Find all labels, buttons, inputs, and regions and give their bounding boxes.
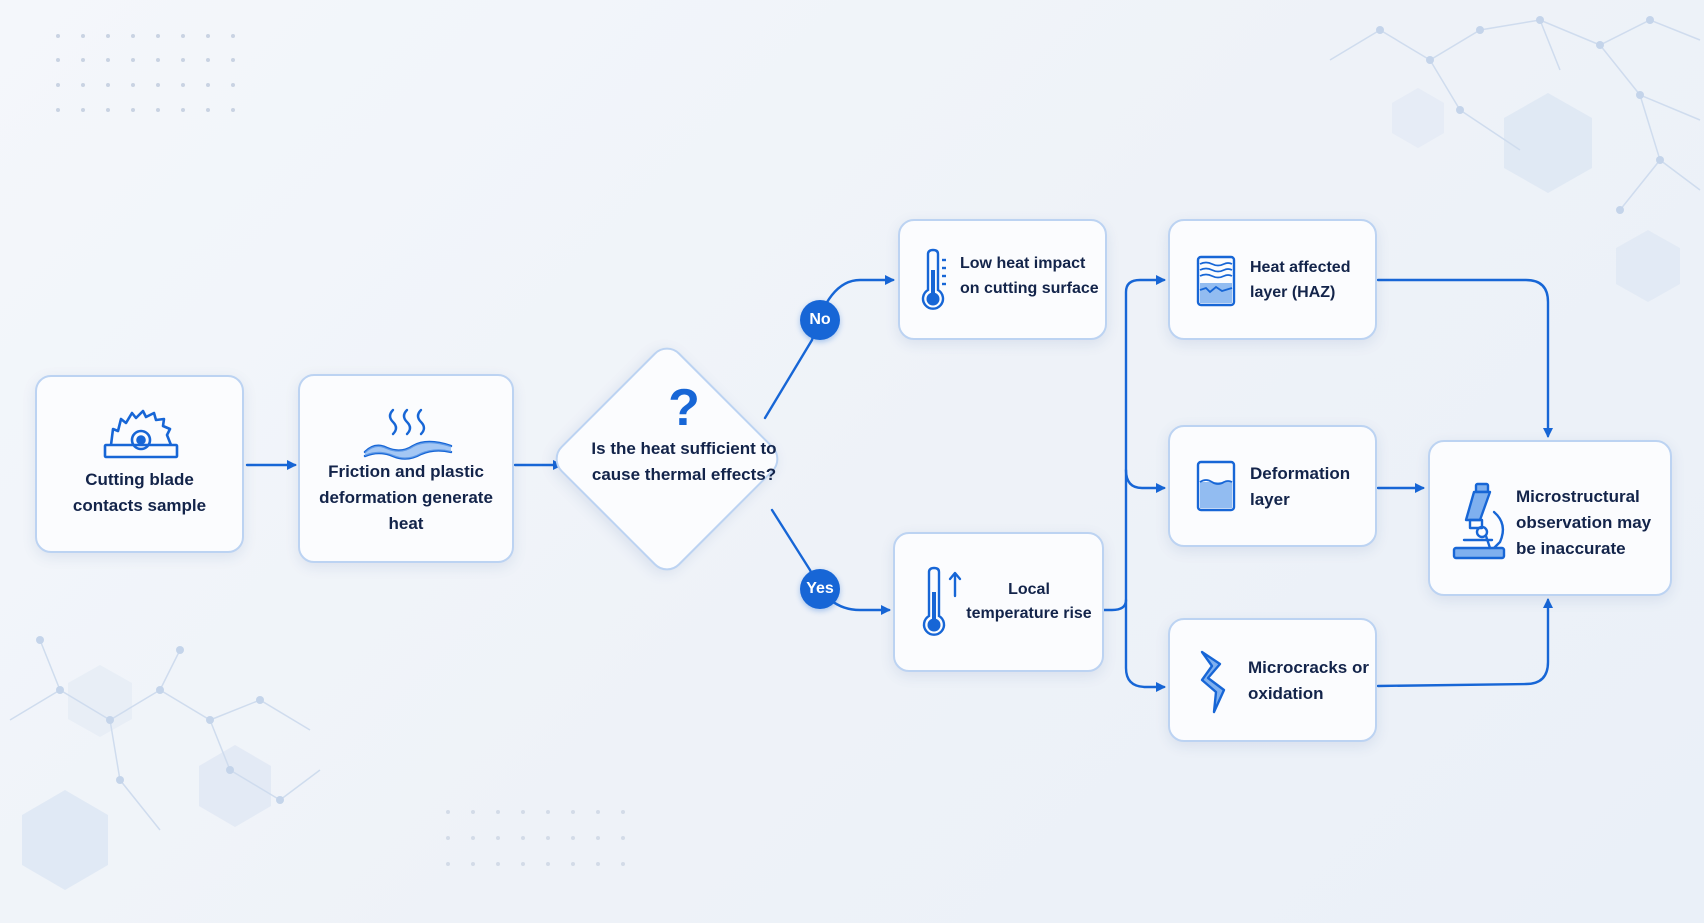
deformation-layer-icon — [1196, 460, 1236, 512]
thermometer-rising-icon — [922, 566, 962, 636]
saw-blade-icon — [103, 409, 179, 459]
question-mark-icon: ? — [668, 379, 700, 437]
node-deformation-layer: Deformation layer — [1168, 425, 1377, 547]
node-microstructural-observation-label: Microstructural observation may be inacc… — [1516, 487, 1652, 558]
node-heat-affected-layer-label: Heat affected layer (HAZ) — [1250, 259, 1351, 301]
microscope-icon — [1452, 482, 1506, 560]
molecule-pattern-top-right — [1329, 16, 1701, 302]
node-low-heat-impact: Low heat impact on cutting surface — [898, 219, 1107, 340]
branch-yes-badge: Yes — [800, 569, 840, 609]
dot-grid-bottom — [446, 810, 625, 866]
dot-grid-top-left — [56, 34, 235, 112]
thermometer-icon — [921, 248, 946, 310]
branch-no-badge: No — [800, 300, 840, 340]
crack-icon — [1200, 650, 1226, 714]
heat-waves-icon — [363, 408, 453, 460]
connector-rise-to-branch — [1102, 275, 1166, 612]
decision-label: Is the heat sufficient to cause thermal … — [591, 439, 777, 484]
arrow-branch-to-deformation — [1124, 468, 1166, 493]
arrow-haz-to-observation — [1376, 278, 1553, 438]
node-cutting-blade-label: Cutting blade contacts sample — [72, 470, 207, 515]
node-cutting-blade: Cutting blade contacts sample — [35, 375, 244, 553]
heat-affected-layer-icon — [1196, 255, 1236, 307]
node-local-temperature-rise: Local temperature rise — [893, 532, 1104, 672]
node-friction-heat: Friction and plastic deformation generat… — [298, 374, 514, 563]
node-microstructural-observation: Microstructural observation may be inacc… — [1428, 440, 1672, 596]
node-microcracks-label: Microcracks or oxidation — [1248, 658, 1369, 703]
arrow-branch-to-microcracks — [1124, 598, 1166, 692]
node-friction-heat-label: Friction and plastic deformation generat… — [319, 461, 493, 533]
decision-content: ? Is the heat sufficient to cause therma… — [578, 380, 790, 488]
arrow-microcracks-to-observation — [1376, 598, 1553, 688]
node-deformation-layer-label: Deformation layer — [1250, 464, 1351, 509]
node-microcracks: Microcracks or oxidation — [1168, 618, 1377, 742]
node-heat-affected-layer: Heat affected layer (HAZ) — [1168, 219, 1377, 340]
molecule-pattern-bottom-left — [9, 636, 321, 890]
node-local-temperature-rise-label: Local temperature rise — [966, 581, 1092, 622]
node-low-heat-impact-label: Low heat impact on cutting surface — [960, 255, 1099, 297]
